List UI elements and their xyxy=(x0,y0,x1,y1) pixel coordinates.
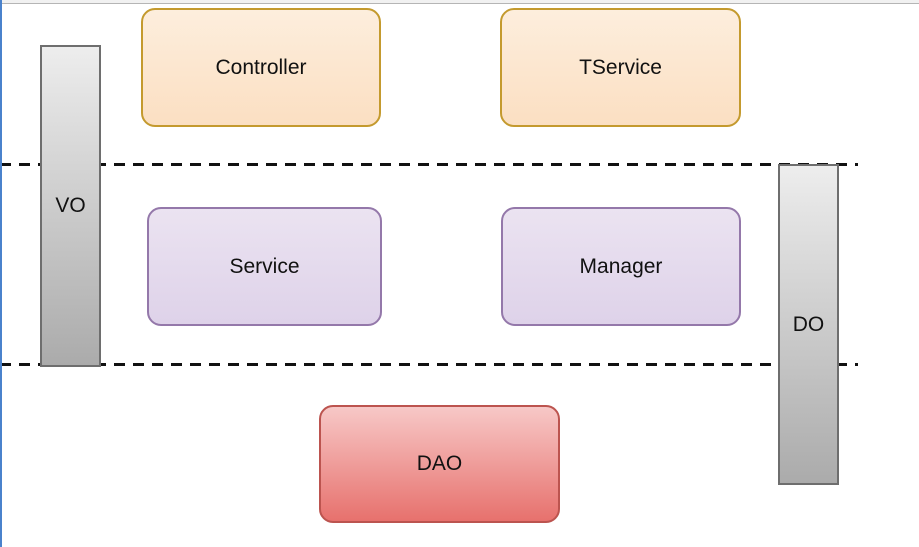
node-manager-label: Manager xyxy=(579,254,663,278)
vo-bar: VO xyxy=(40,45,101,367)
layer-divider-bottom xyxy=(0,363,858,366)
node-controller: Controller xyxy=(141,8,381,127)
do-bar: DO xyxy=(778,164,839,485)
node-controller-label: Controller xyxy=(215,55,307,79)
node-tservice-label: TService xyxy=(579,55,662,79)
layer-divider-top xyxy=(0,163,858,166)
node-dao-label: DAO xyxy=(416,452,463,475)
node-dao: DAO xyxy=(319,405,560,523)
node-service-label: Service xyxy=(229,254,300,278)
browser-chrome-bottom-edge xyxy=(0,0,919,4)
node-tservice: TService xyxy=(500,8,741,127)
vo-bar-label: VO xyxy=(55,194,86,217)
node-service: Service xyxy=(147,207,382,326)
node-manager: Manager xyxy=(501,207,741,326)
window-left-edge xyxy=(0,0,2,547)
do-bar-label: DO xyxy=(792,312,825,336)
